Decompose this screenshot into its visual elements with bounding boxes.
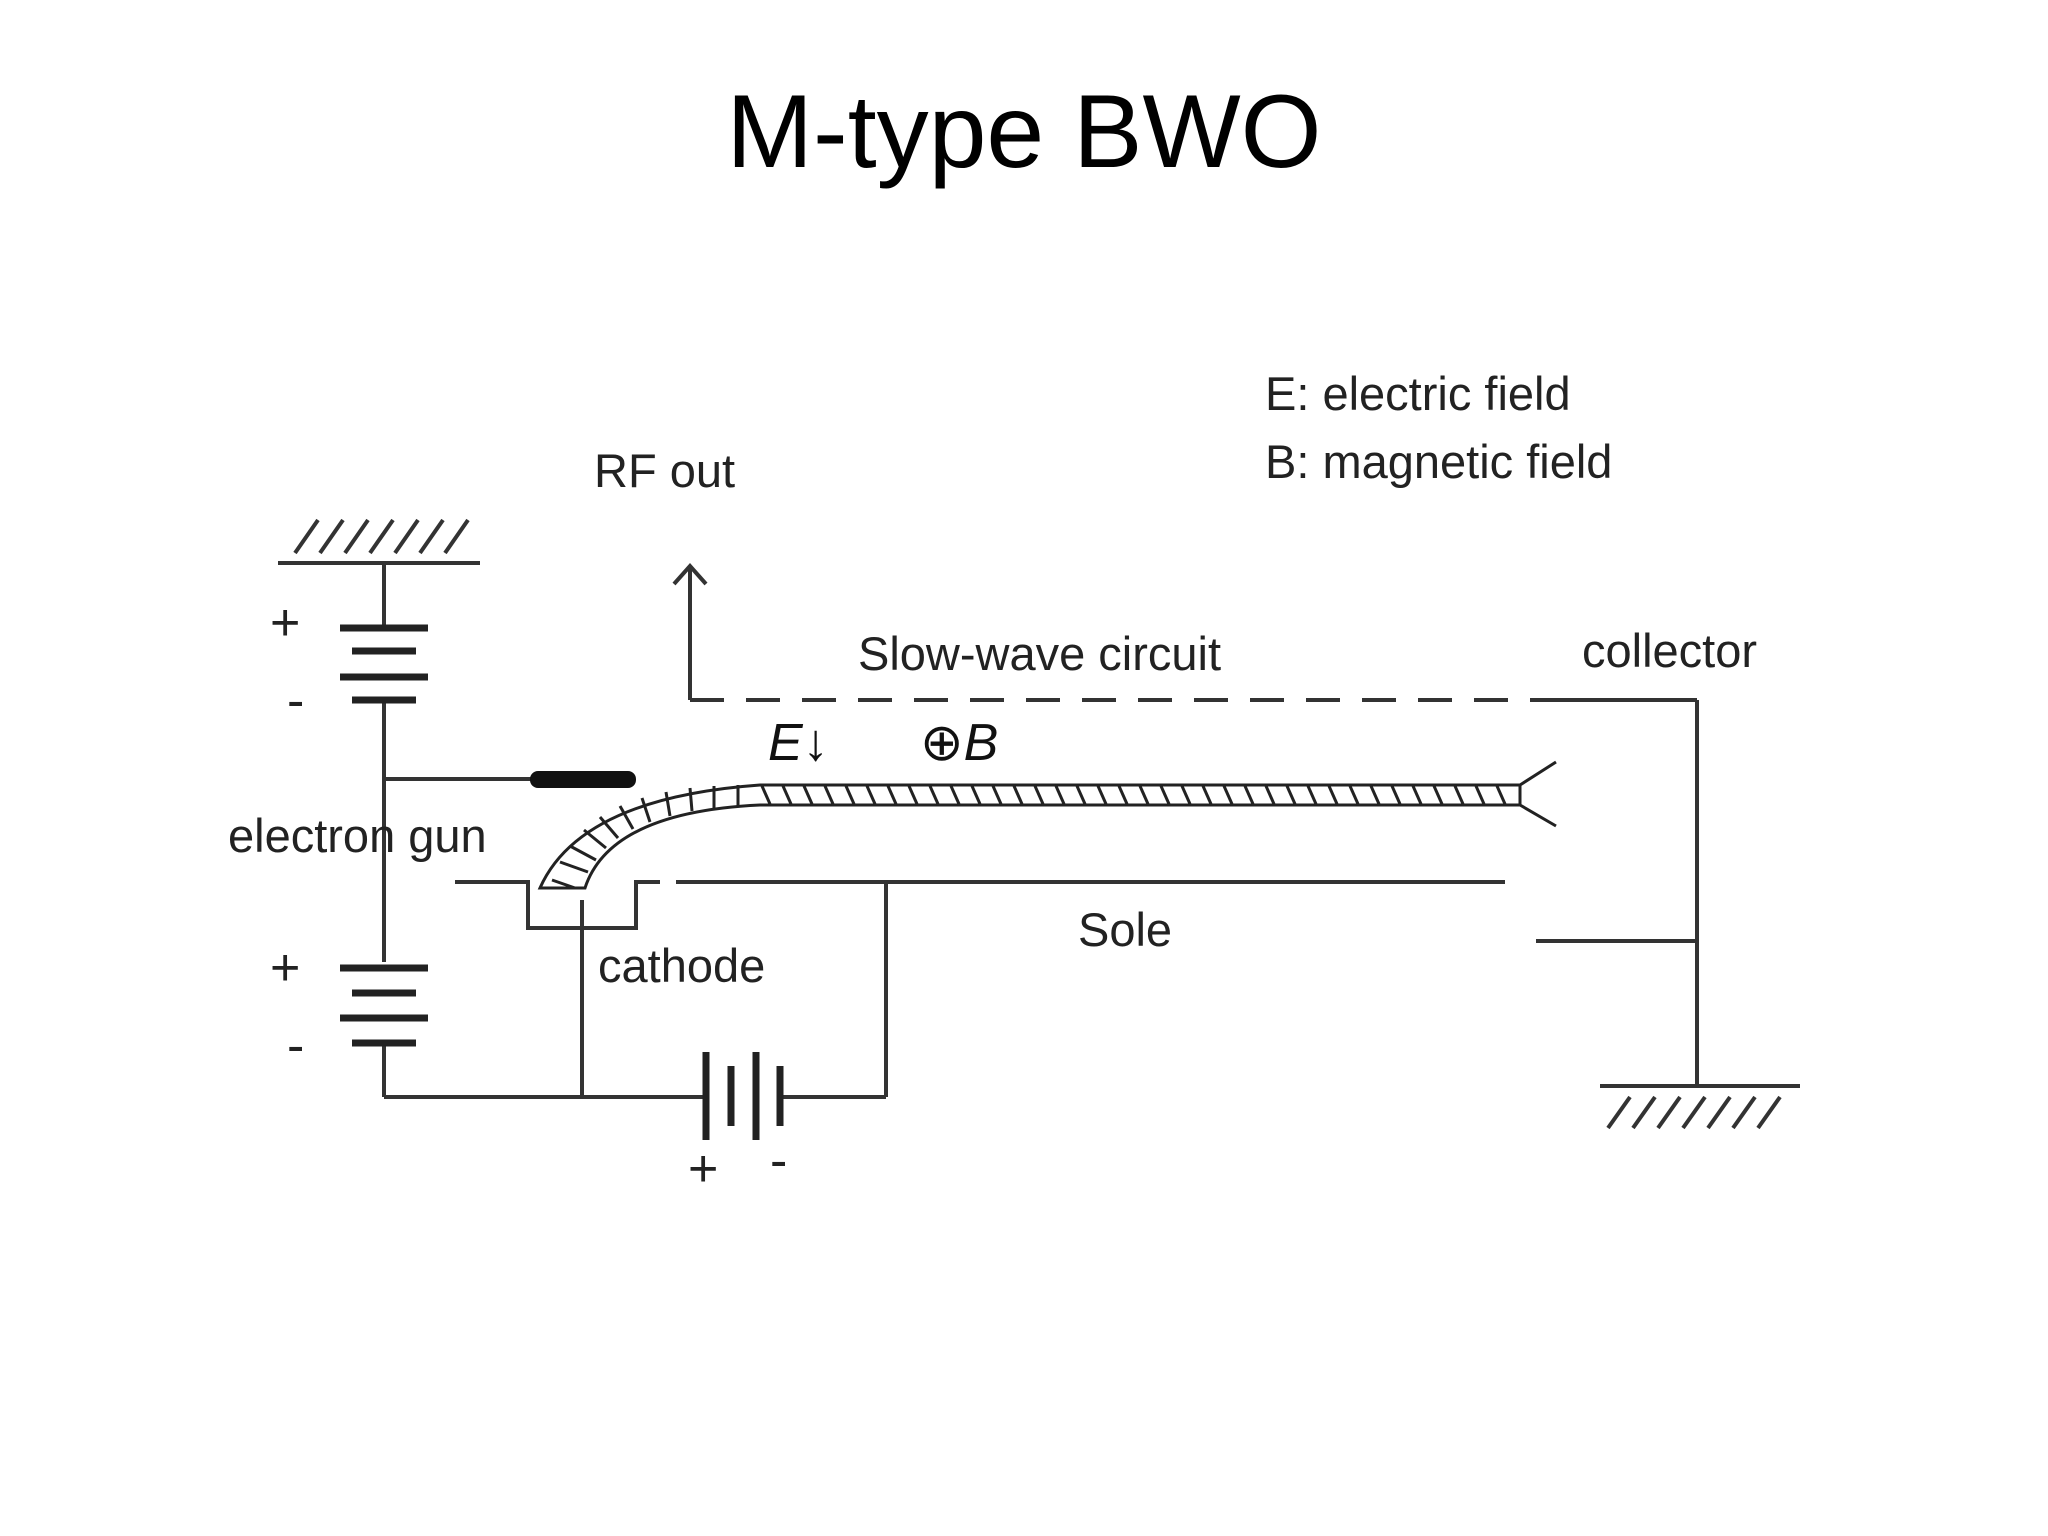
- rf-out-label: RF out: [594, 444, 735, 497]
- legend-b-line: B: magnetic field: [1265, 435, 1612, 488]
- slow-wave-circuit-label: Slow-wave circuit: [858, 627, 1221, 680]
- beam-hatch-line: [928, 785, 940, 805]
- beam-hatch-line: [1264, 785, 1276, 805]
- beam-hatch-line: [1453, 785, 1465, 805]
- slow-wave-circuit-line: [688, 568, 1538, 702]
- beam-hatch-line: [1222, 785, 1234, 805]
- beam-hatch-line: [760, 785, 772, 805]
- cathode-cup: [455, 880, 660, 930]
- beam-hatch-line: [802, 785, 814, 805]
- beam-hatch-line: [1159, 785, 1171, 805]
- rf-out-arrow-icon: [672, 562, 708, 586]
- battery-bottom-minus: -: [287, 1017, 304, 1075]
- electron-gun-label: electron gun: [228, 809, 487, 862]
- beam-hatch-line: [1474, 785, 1486, 805]
- ground-symbol-bottom-right: [1600, 1084, 1800, 1130]
- beam-hatch-line: [1369, 785, 1381, 805]
- beam-hatch-line: [1096, 785, 1108, 805]
- battery-horizontal-plus: +: [688, 1140, 718, 1198]
- beam-hatch-line: [1117, 785, 1129, 805]
- beam-hatch-line: [781, 785, 793, 805]
- beam-hatch-line: [1411, 785, 1423, 805]
- beam-hatch-line: [1201, 785, 1213, 805]
- beam-hatch-line: [1243, 785, 1255, 805]
- battery-top-plus: +: [270, 594, 300, 652]
- beam-hatch-line: [1180, 785, 1192, 805]
- beam-hatch-line: [991, 785, 1003, 805]
- beam-hatch-line: [1495, 785, 1507, 805]
- beam-hatch-line: [1432, 785, 1444, 805]
- beam-hatch-line: [1327, 785, 1339, 805]
- slide-title: M-type BWO: [726, 74, 1322, 190]
- beam-hatch-line: [1012, 785, 1024, 805]
- beam-hatch-line: [949, 785, 961, 805]
- beam-hatch-line: [970, 785, 982, 805]
- beam-hatch-line: [1075, 785, 1087, 805]
- collector-electrode: [1536, 698, 1699, 1086]
- beam-hatch-line: [886, 785, 898, 805]
- beam-hatch-line: [1348, 785, 1360, 805]
- battery-top: [340, 624, 428, 704]
- cathode-label: cathode: [598, 939, 765, 992]
- ground-symbol-top-left: [278, 518, 480, 565]
- left-supply-wiring: [382, 563, 888, 1099]
- battery-bottom-plus: +: [270, 939, 300, 997]
- battery-horizontal: [702, 1052, 784, 1140]
- beam-hatch-line: [823, 785, 835, 805]
- beam-hatch-line: [1054, 785, 1066, 805]
- beam-hatch-line: [907, 785, 919, 805]
- beam-hatch-line: [1306, 785, 1318, 805]
- sole-label: Sole: [1078, 903, 1172, 956]
- beam-hatch-line: [1033, 785, 1045, 805]
- beam-hatch-line: [1285, 785, 1297, 805]
- battery-bottom: [340, 964, 428, 1047]
- beam-hatch-line: [844, 785, 856, 805]
- beam-hatch-line: [865, 785, 877, 805]
- collector-label: collector: [1582, 624, 1757, 677]
- beam-hatch-line: [1390, 785, 1402, 805]
- electron-beam: [537, 760, 1557, 890]
- battery-top-minus: -: [287, 672, 304, 730]
- e-field-symbol: E↓: [768, 714, 829, 772]
- legend-e-line: E: electric field: [1265, 367, 1571, 420]
- b-field-symbol: ⊕B: [920, 714, 998, 772]
- gun-electrode: [530, 771, 636, 788]
- battery-horizontal-minus: -: [770, 1132, 787, 1190]
- beam-hatch-line: [1138, 785, 1150, 805]
